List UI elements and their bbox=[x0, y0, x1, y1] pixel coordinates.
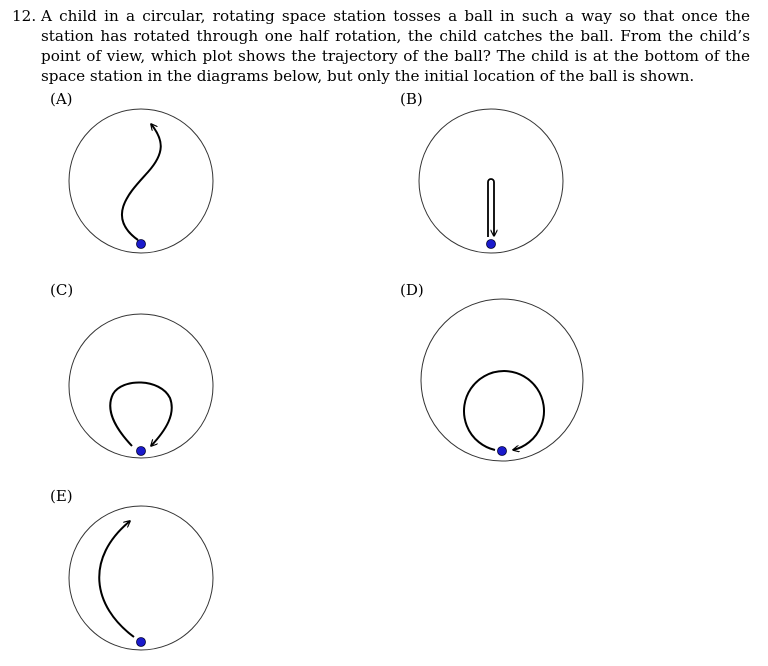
trajectory-curve bbox=[487, 178, 494, 237]
option-d-label: (D) bbox=[400, 281, 424, 299]
option-c-diagram bbox=[68, 313, 214, 459]
option-b-diagram bbox=[418, 108, 564, 254]
station-circle bbox=[68, 313, 214, 459]
option-a-label: (A) bbox=[50, 90, 73, 108]
trajectory-curve bbox=[98, 521, 135, 638]
station-circle bbox=[68, 505, 214, 651]
ball bbox=[486, 239, 496, 249]
option-e-diagram bbox=[68, 505, 214, 651]
ball bbox=[497, 446, 507, 456]
option-b-label: (B) bbox=[400, 90, 423, 108]
station-circle bbox=[68, 108, 214, 254]
option-e-label: (E) bbox=[50, 487, 73, 505]
option-a-diagram bbox=[68, 108, 214, 254]
ball bbox=[136, 446, 146, 456]
option-d-diagram bbox=[420, 298, 584, 462]
ball bbox=[136, 239, 146, 249]
trajectory-curve bbox=[463, 370, 545, 450]
station-circle bbox=[418, 108, 564, 254]
option-c-label: (C) bbox=[50, 281, 74, 299]
station-circle bbox=[420, 298, 584, 462]
trajectory-curve bbox=[109, 381, 173, 446]
trajectory-curve bbox=[120, 124, 162, 241]
question-number: 12. bbox=[12, 7, 37, 25]
question-text: A child in a circular, rotating space st… bbox=[41, 7, 750, 85]
ball bbox=[136, 637, 146, 647]
